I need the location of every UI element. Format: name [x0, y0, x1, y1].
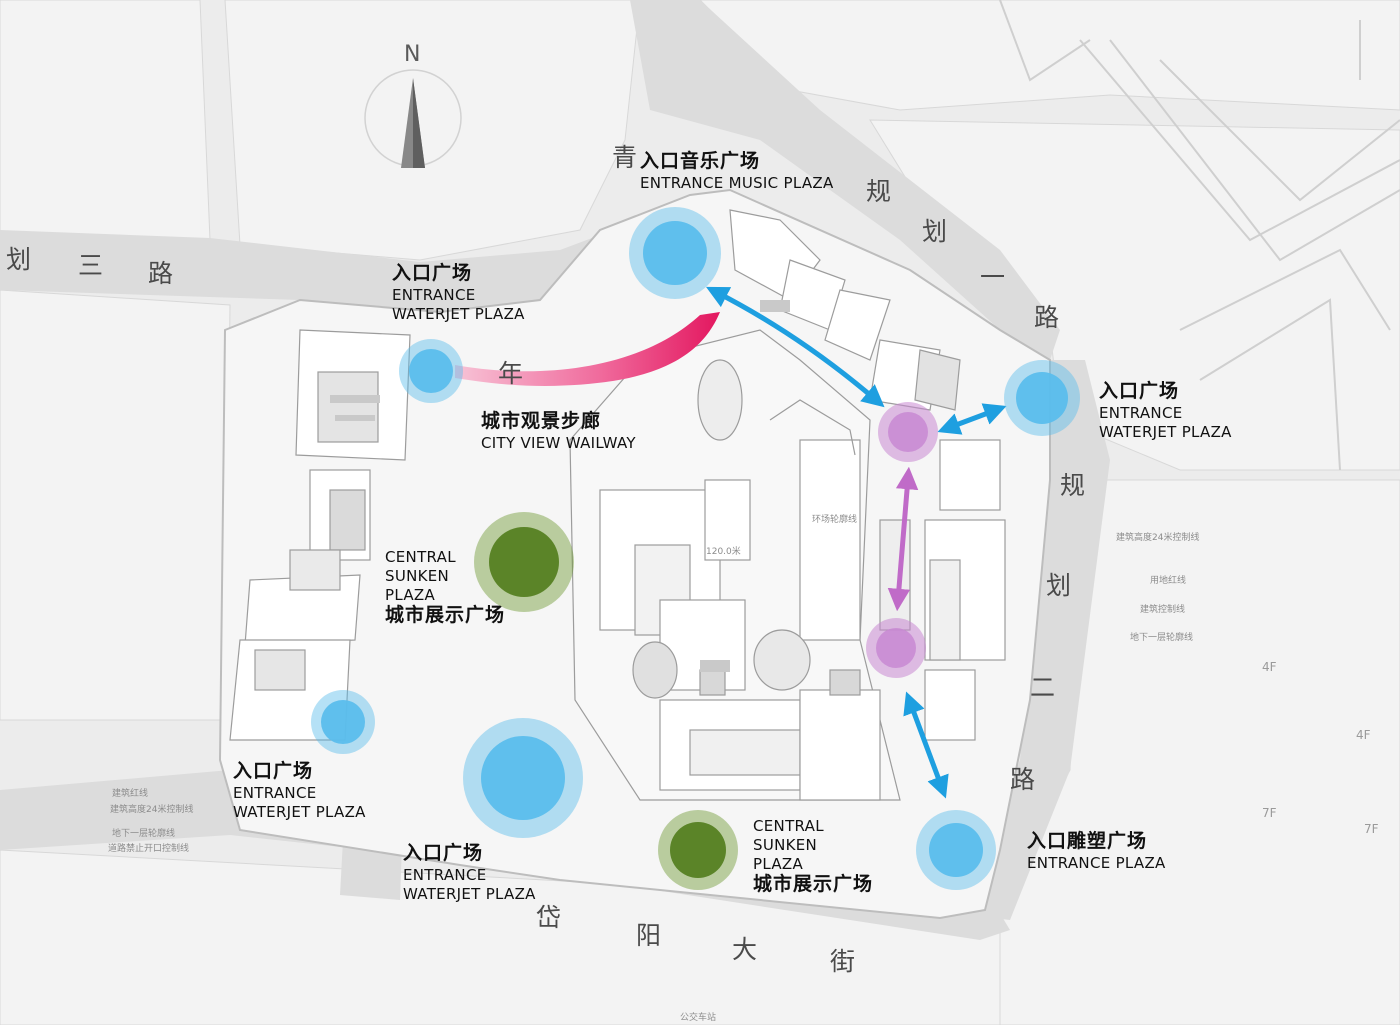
label-en: SUNKEN [385, 566, 450, 585]
circulation-arrows [705, 286, 1007, 799]
road-char: 路 [1010, 765, 1036, 794]
node-junction-purple [878, 402, 938, 462]
label-sculpture-plaza: 入口雕塑广场 ENTRANCE PLAZA [1027, 830, 1166, 873]
road-char: 岱 [536, 903, 562, 932]
label-sunken-s: CENTRAL SUNKEN PLAZA 城市展示广场 [753, 817, 873, 897]
floor-label: 4F [1356, 728, 1371, 742]
road-char: 规 [866, 177, 892, 206]
label-en: PLAZA [385, 585, 436, 604]
node-waterjet-nw [399, 339, 463, 403]
label-cn: 入口广场 [1099, 380, 1180, 402]
node-waterjet-s [463, 718, 583, 838]
label-en: ENTRANCE [233, 783, 317, 802]
node-mid-purple [866, 618, 926, 678]
label-en: ENTRANCE [392, 285, 476, 304]
label-en: ENTRANCE PLAZA [1027, 853, 1166, 872]
label-cn: 入口广场 [403, 842, 484, 864]
compass-icon [364, 69, 462, 168]
road-char: 一 [980, 263, 1006, 292]
annotation-note: 120.0米 [706, 547, 741, 557]
arrow-junction-to-east [937, 403, 1007, 435]
annotation-note: 建筑控制线 [1140, 605, 1186, 615]
label-en: WATERJET PLAZA [403, 884, 536, 903]
label-waterjet-e: 入口广场 ENTRANCE WATERJET PLAZA [1099, 380, 1232, 441]
label-city-view-walkway: 城市观景步廊 CITY VIEW WAILWAY [481, 410, 636, 453]
city-view-walkway [455, 312, 720, 386]
arrow-purple-link [887, 466, 919, 612]
label-en: WATERJET PLAZA [233, 802, 366, 821]
road-char: 青 [612, 143, 638, 172]
road-char: 阳 [636, 921, 662, 950]
label-en: ENTRANCE [1099, 403, 1183, 422]
label-en: ENTRANCE [403, 865, 487, 884]
label-music-plaza: 入口音乐广场 ENTRANCE MUSIC PLAZA [640, 150, 834, 193]
label-en: SUNKEN [753, 835, 818, 854]
label-waterjet-nw: 入口广场 ENTRANCE WATERJET PLAZA [392, 262, 525, 323]
label-sunken-w: CENTRAL SUNKEN PLAZA 城市展示广场 [385, 548, 505, 628]
label-cn: 入口广场 [233, 760, 314, 782]
road-char: 划 [1046, 571, 1072, 600]
label-waterjet-s: 入口广场 ENTRANCE WATERJET PLAZA [403, 842, 536, 903]
label-cn: 城市展示广场 [753, 873, 874, 896]
node-waterjet-sw [311, 690, 375, 754]
road-char: 规 [1060, 471, 1086, 500]
label-cn: 城市展示广场 [385, 604, 506, 627]
label-en: CENTRAL [385, 548, 456, 566]
road-char: 路 [148, 259, 174, 288]
annotation-note: 公交车站 [680, 1013, 717, 1023]
compass-north-label: N [404, 42, 421, 67]
annotation-note: 建筑高度24米控制线 [110, 805, 194, 815]
road-char: 街 [830, 947, 856, 976]
label-en: CITY VIEW WAILWAY [481, 433, 636, 452]
label-en: ENTRANCE MUSIC PLAZA [640, 173, 834, 192]
road-lines [999, 0, 1400, 471]
annotation-note: 用地红线 [1150, 576, 1187, 586]
node-sculpture [916, 810, 996, 890]
label-cn: 城市观景步廊 [481, 410, 602, 432]
label-cn: 入口广场 [392, 262, 473, 284]
road-char: 路 [1034, 303, 1060, 332]
arrow-purple-to-sculpture [903, 691, 949, 799]
floor-label: 7F [1364, 822, 1379, 836]
annotation-note: 地下一层轮廓线 [112, 829, 176, 839]
road-char: 三 [78, 251, 104, 280]
annotation-note: 建筑高度24米控制线 [1116, 533, 1200, 543]
road-char: 年 [498, 359, 524, 388]
floor-label: 4F [1262, 660, 1277, 674]
central-mall [569, 329, 901, 801]
annotation-note: 环场轮廓线 [812, 515, 858, 525]
road-char: 大 [732, 935, 758, 964]
annotation-note: 地下一层轮廓线 [1130, 633, 1194, 643]
node-waterjet-e [1004, 360, 1080, 436]
label-en: WATERJET PLAZA [1099, 422, 1232, 441]
label-waterjet-sw: 入口广场 ENTRANCE WATERJET PLAZA [233, 760, 366, 821]
nodes [311, 207, 1080, 890]
road-char: 划 [6, 245, 32, 274]
label-en: CENTRAL [753, 817, 824, 835]
road-char: 划 [922, 217, 948, 246]
node-sunken-s [658, 810, 738, 890]
label-cn: 入口音乐广场 [640, 150, 761, 172]
west-buildings [229, 329, 411, 741]
road-char: 二 [1030, 673, 1056, 702]
arrow-music-to-junction [705, 286, 885, 408]
label-cn: 入口雕塑广场 [1027, 830, 1148, 852]
annotation-note: 道路禁止开口控制线 [108, 844, 190, 854]
annotation-note: 建筑红线 [112, 789, 149, 799]
node-music-plaza [629, 207, 721, 299]
label-en: WATERJET PLAZA [392, 304, 525, 323]
node-sunken-w [474, 512, 574, 612]
label-en: PLAZA [753, 854, 804, 873]
floor-label: 7F [1262, 806, 1277, 820]
